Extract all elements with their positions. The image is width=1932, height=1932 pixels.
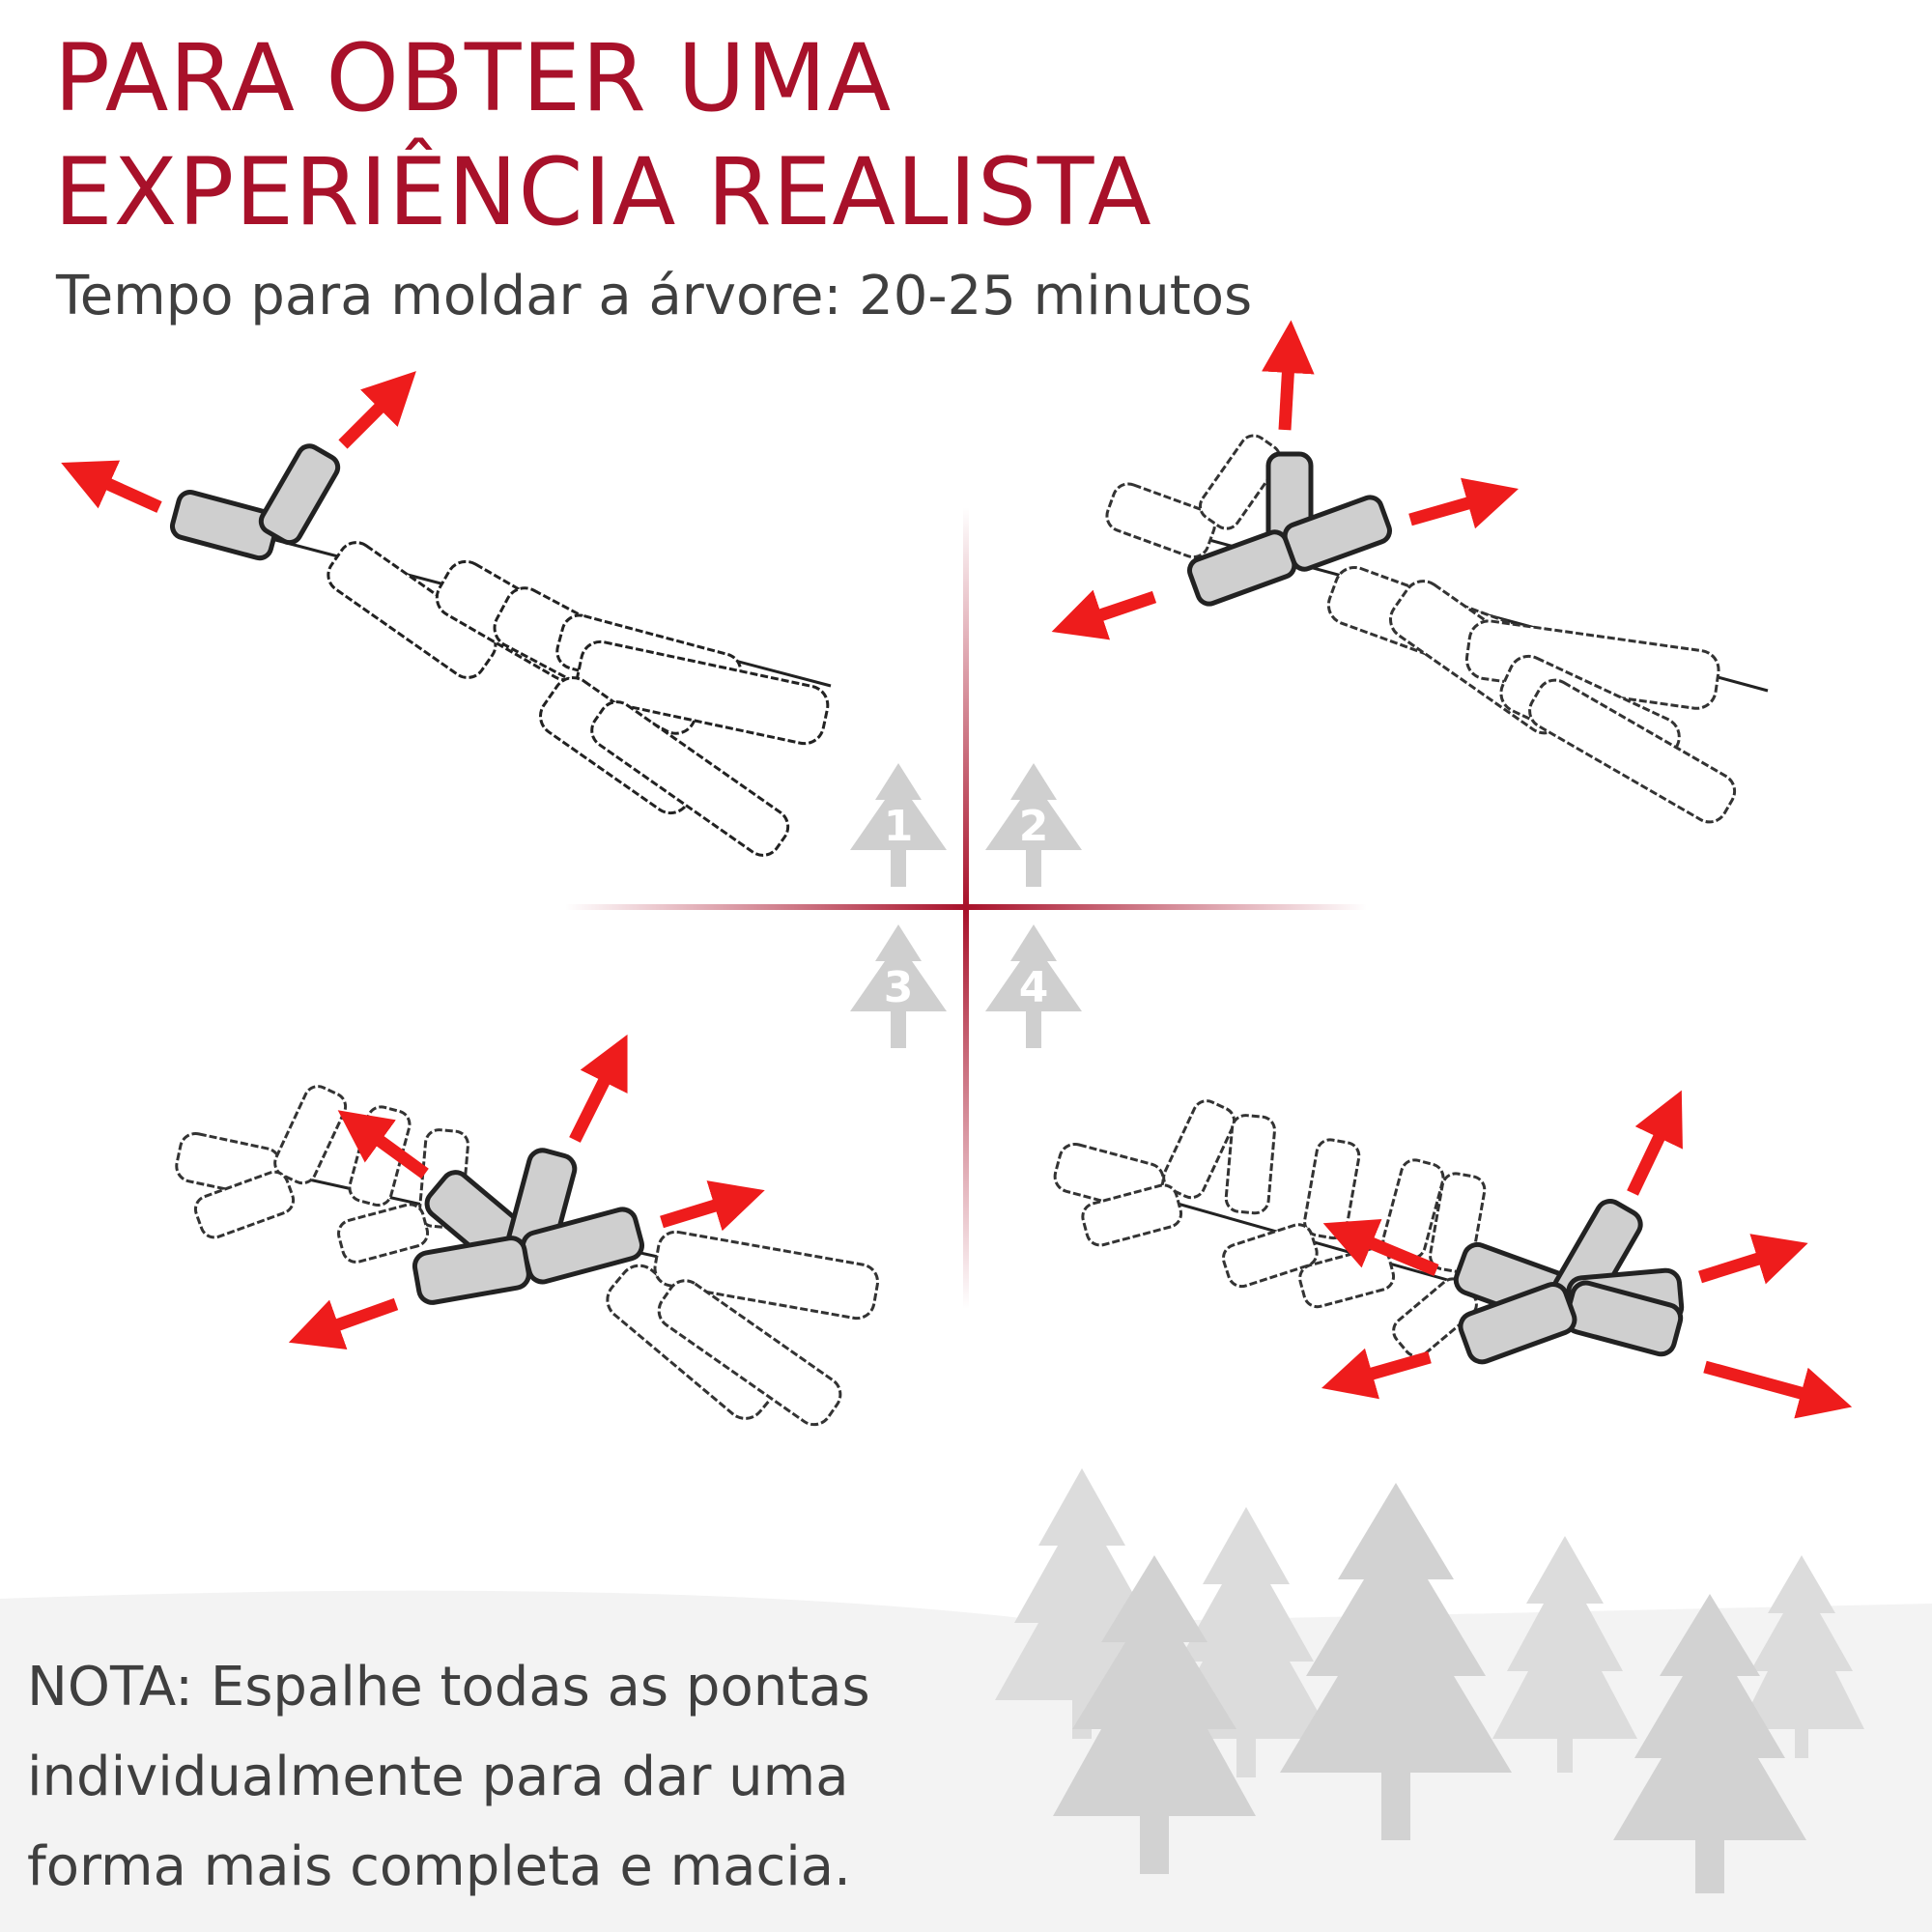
red-arrow-icon	[337, 1110, 429, 1179]
red-arrow-icon	[1698, 1234, 1808, 1285]
step-4-branch-illustration	[1053, 1090, 1853, 1419]
red-arrow-icon	[569, 1034, 628, 1143]
step-2-branch-illustration	[1051, 320, 1769, 824]
step-3-branch-illustration	[175, 1034, 880, 1427]
red-arrow-icon	[1262, 320, 1315, 431]
tree-silhouette-icon	[1492, 1536, 1637, 1773]
red-arrow-icon	[338, 371, 416, 449]
red-arrow-icon	[660, 1180, 765, 1232]
divider-vertical	[963, 507, 969, 1309]
tree-silhouette-icon	[1613, 1594, 1806, 1893]
headline: PARA OBTER UMA EXPERIÊNCIA REALISTA	[54, 21, 1152, 249]
headline-line-1: PARA OBTER UMA	[54, 24, 893, 132]
tree-silhouette-icon	[1739, 1555, 1864, 1758]
red-arrow-icon	[1051, 589, 1157, 640]
tree-number-badge-icon: 3	[850, 924, 947, 1048]
red-arrow-icon	[1322, 1218, 1439, 1277]
step-number-4: 4	[1019, 963, 1049, 1012]
tree-number-badge-icon: 4	[985, 924, 1082, 1048]
tree-silhouette-icon	[1053, 1555, 1256, 1874]
shaping-time-subtitle: Tempo para moldar a árvore: 20-25 minuto…	[56, 265, 1253, 327]
tree-silhouette-icon	[1280, 1483, 1512, 1840]
red-arrow-icon	[61, 460, 162, 513]
note-line-2: individualmente para dar uma	[27, 1746, 849, 1808]
headline-line-2: EXPERIÊNCIA REALISTA	[54, 138, 1152, 246]
tree-number-badge-icon: 1	[850, 763, 947, 887]
note-text: NOTA: Espalhe todas as pontas individual…	[27, 1642, 1090, 1912]
step-number-1: 1	[884, 802, 914, 851]
quadrant-divider	[565, 507, 1367, 1309]
red-arrow-icon	[1408, 477, 1519, 529]
tree-number-badge-icon: 2	[985, 763, 1082, 887]
step-1-branch-illustration	[61, 371, 832, 857]
red-arrow-icon	[1627, 1090, 1683, 1196]
note-line-3: forma mais completa e macia.	[27, 1835, 851, 1898]
step-number-2: 2	[1019, 802, 1049, 851]
red-arrow-icon	[1703, 1360, 1853, 1419]
step-number-3: 3	[884, 963, 914, 1012]
note-line-1: NOTA: Espalhe todas as pontas	[27, 1656, 870, 1719]
background-tree-silhouettes	[0, 1468, 1932, 1932]
red-arrow-icon	[288, 1297, 399, 1350]
red-arrow-icon	[1321, 1348, 1432, 1400]
step-badges: 1 2 3 4	[850, 763, 1082, 1048]
